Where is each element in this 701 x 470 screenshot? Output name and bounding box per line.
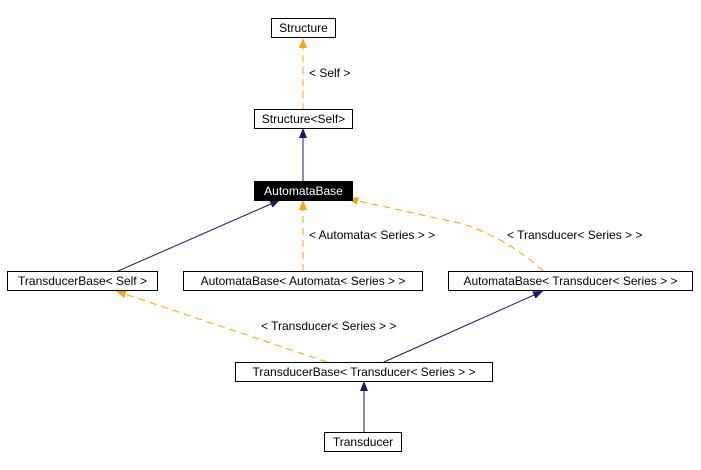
node-automata-base-automata[interactable]: AutomataBase< Automata< Series > >	[183, 271, 423, 291]
node-structure[interactable]: Structure	[271, 18, 336, 38]
node-transducer-base-transducer[interactable]: TransducerBase< Transducer< Series > >	[235, 362, 493, 382]
edge-label-automata-series: < Automata< Series > >	[309, 228, 435, 242]
node-transducer-base-self-label: TransducerBase< Self >	[18, 274, 147, 288]
node-automata-base: AutomataBase	[254, 181, 353, 201]
node-automata-base-transducer[interactable]: AutomataBase< Transducer< Series > >	[448, 271, 693, 291]
node-structure-self[interactable]: Structure<Self>	[254, 109, 353, 129]
node-transducer-label: Transducer	[333, 435, 393, 449]
edge-label-transducer-series-right: < Transducer< Series > >	[507, 228, 642, 242]
node-transducer-base-self[interactable]: TransducerBase< Self >	[7, 271, 158, 291]
edge-label-self: < Self >	[309, 66, 350, 80]
node-structure-self-label: Structure<Self>	[262, 112, 345, 126]
node-transducer-base-transducer-label: TransducerBase< Transducer< Series > >	[252, 365, 475, 379]
edge-transducer-base-transducer-to-automata-base-transducer	[383, 290, 544, 363]
node-transducer[interactable]: Transducer	[324, 432, 402, 452]
node-structure-label: Structure	[279, 21, 328, 35]
node-automata-base-automata-label: AutomataBase< Automata< Series > >	[201, 274, 406, 288]
edge-automata-base-transducer-to-automata-base	[347, 196, 544, 272]
node-automata-base-label: AutomataBase	[264, 184, 343, 198]
edge-label-transducer-series-left: < Transducer< Series > >	[261, 319, 396, 333]
node-automata-base-transducer-label: AutomataBase< Transducer< Series > >	[463, 274, 677, 288]
edge-transducer-base-self-to-automata-base	[117, 199, 281, 272]
edge-transducer-base-transducer-to-transducer-base-self	[115, 290, 328, 363]
